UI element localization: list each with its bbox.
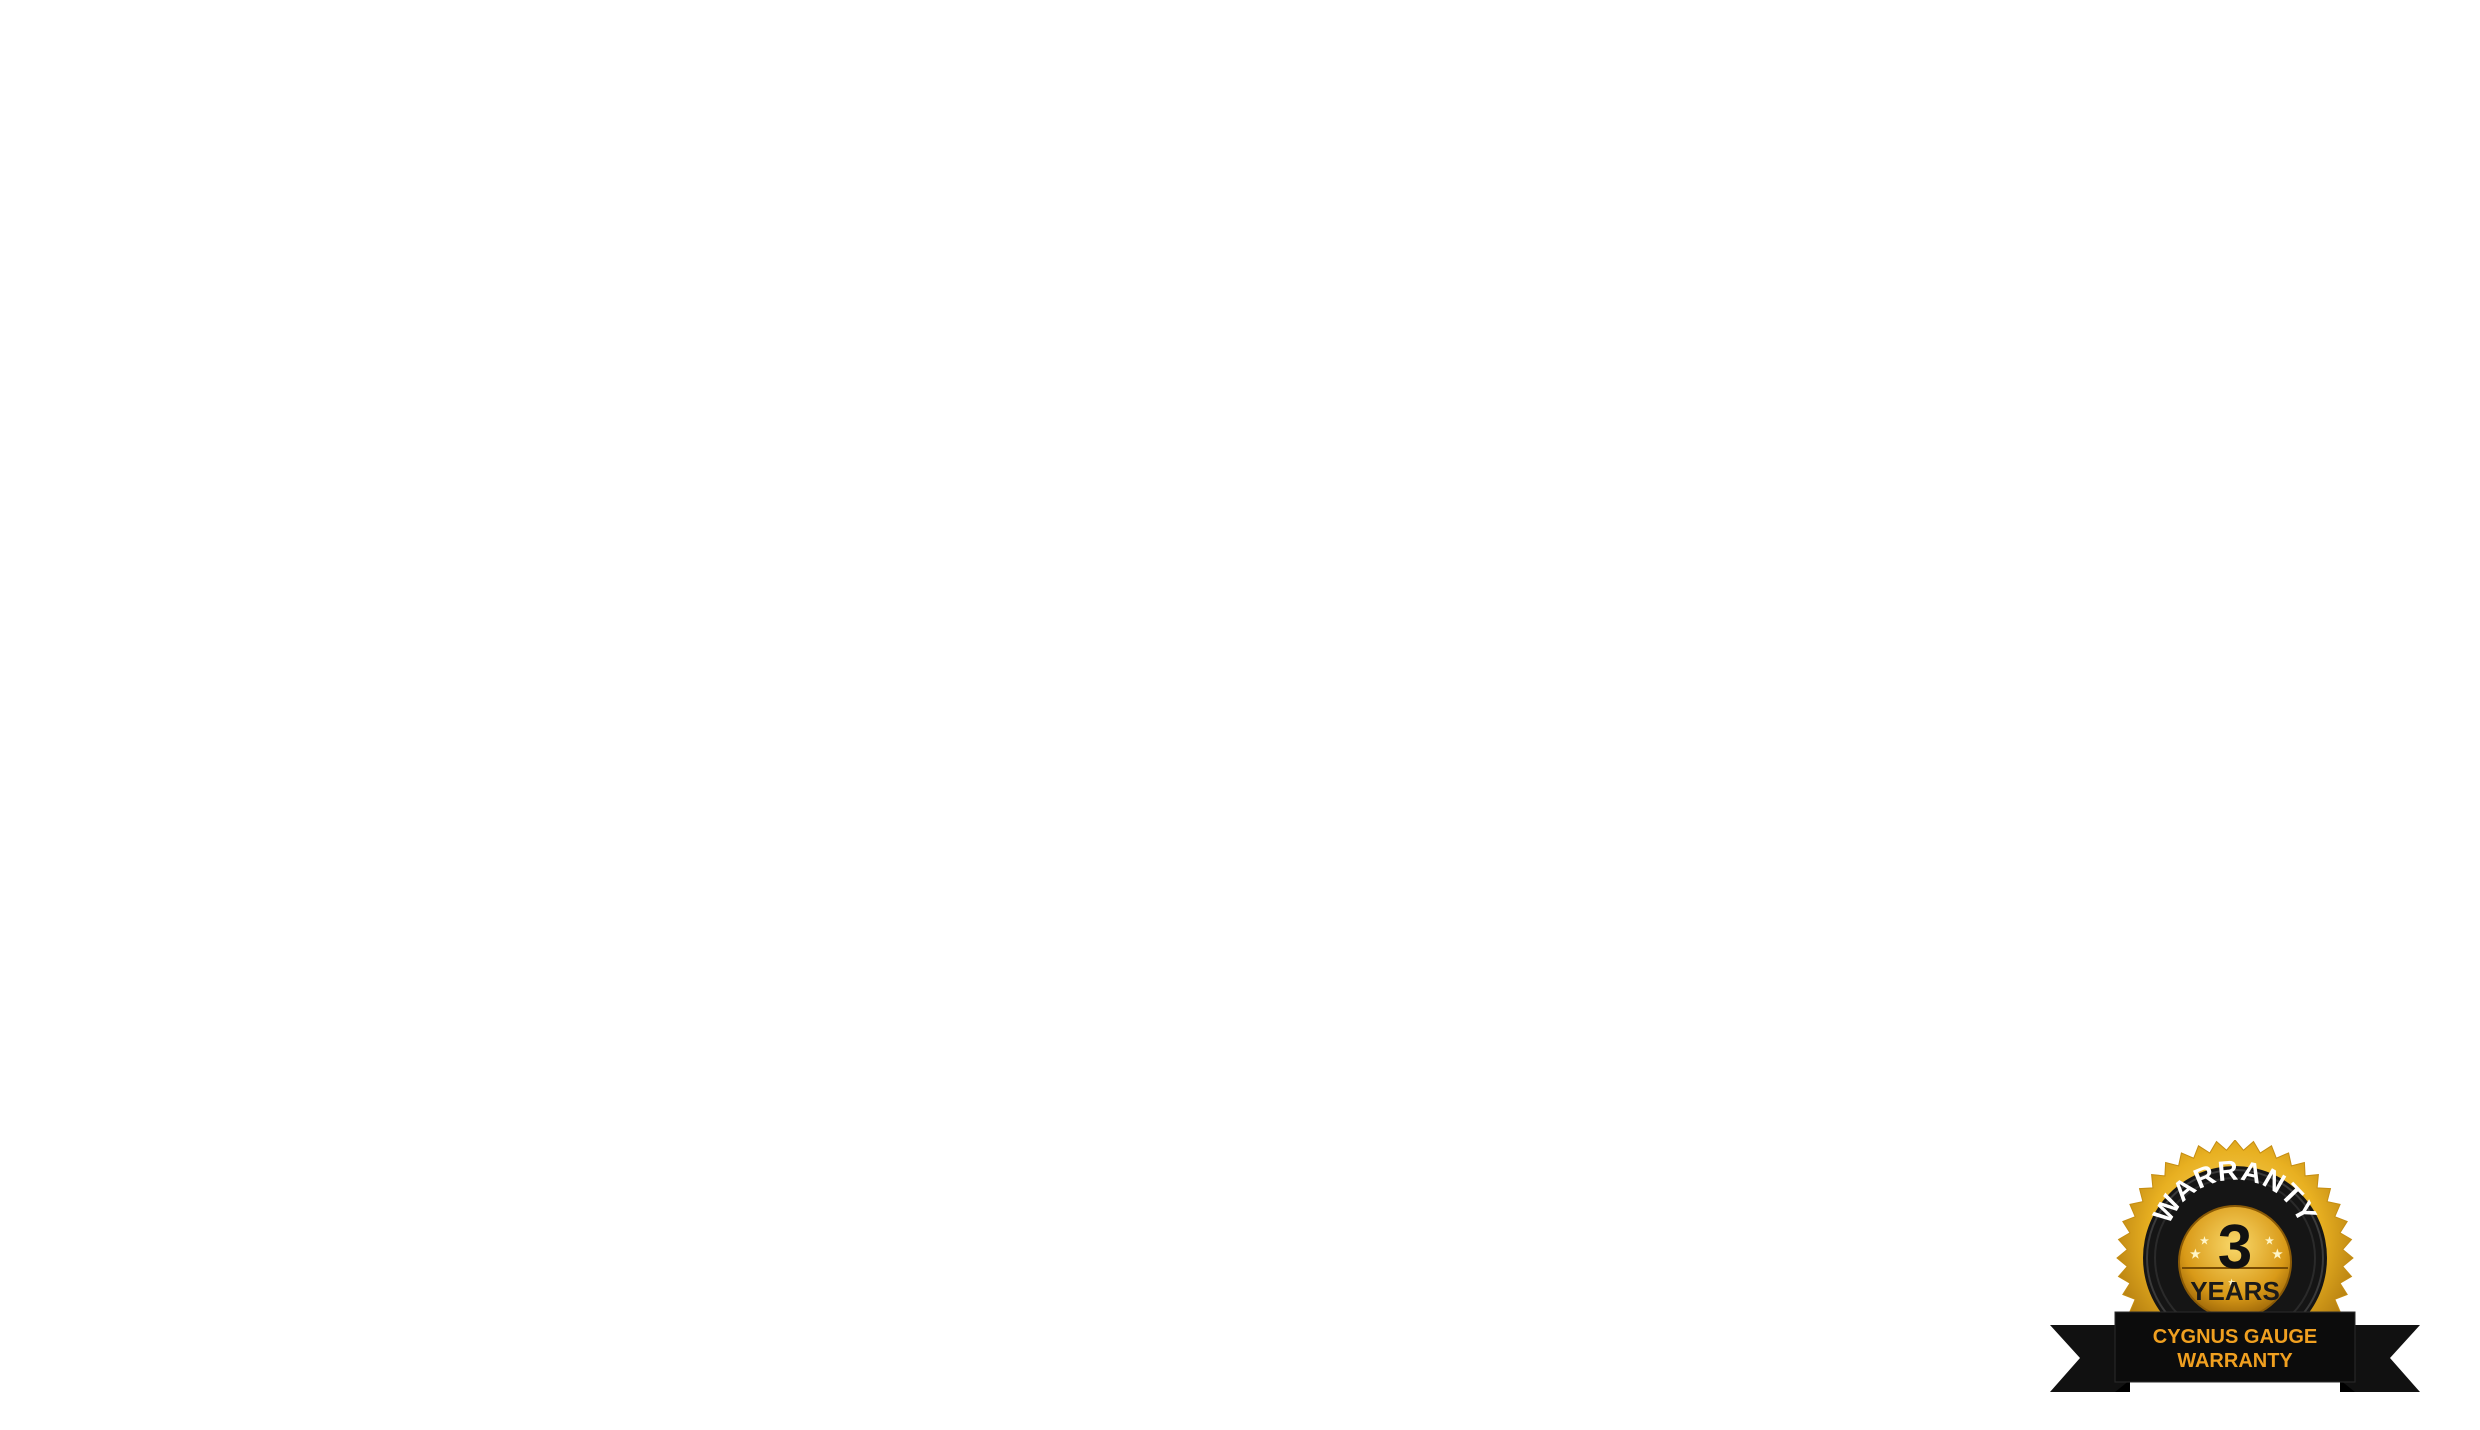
seal-number: 3 (2218, 1213, 2252, 1282)
seal-unit-label: YEARS (2190, 1276, 2280, 1306)
ribbon-tails (2050, 1325, 2420, 1392)
ribbon-band (2114, 1311, 2356, 1383)
svg-text:★: ★ (2265, 1236, 2274, 1247)
svg-text:★: ★ (2190, 1247, 2201, 1261)
warranty-badge: ★ ★ ★ ★ ★ WARRANTY 3 YEARS (2040, 1140, 2430, 1410)
ribbon-line-2: WARRANTY (2177, 1350, 2293, 1372)
ribbon-line-1: CYGNUS GAUGE (2153, 1326, 2317, 1348)
star-icons: ★ ★ ★ ★ ★ (2190, 1236, 2283, 1287)
warranty-seal-graphic: ★ ★ ★ ★ ★ WARRANTY 3 YEARS (2050, 1140, 2420, 1392)
svg-text:★: ★ (2228, 1278, 2236, 1287)
svg-text:★: ★ (2200, 1236, 2209, 1247)
svg-text:★: ★ (2272, 1247, 2283, 1261)
